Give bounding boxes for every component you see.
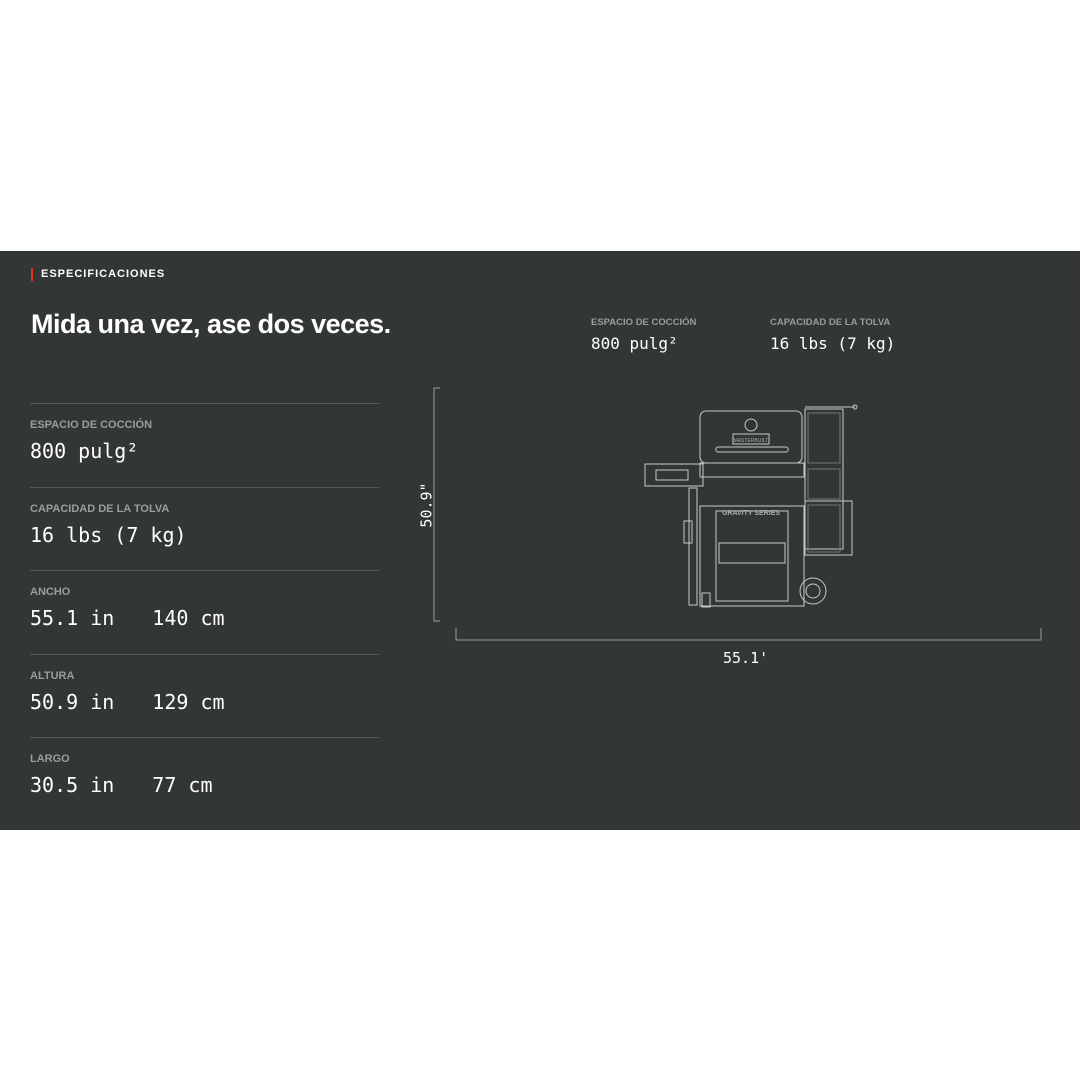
value-in: 55.1 in [30,606,115,630]
value-cm: 129 cm [152,689,225,714]
spec-list: ESPACIO DE COCCIÓN 800 pulg² CAPACIDAD DE… [30,403,379,821]
value-in: 30.5 in [30,773,115,797]
value-cm: 77 cm [152,773,213,797]
specifications-section: ESPECIFICACIONES Mida una vez, ase dos v… [0,251,1080,830]
spec-height: ALTURA 50.9 in 129 cm [30,653,379,738]
page-title: Mida una vez, ase dos veces. [31,309,391,339]
spec-cooking-space: ESPACIO DE COCCIÓN 800 pulg² [30,403,379,487]
spec-value: 30.5 in 77 cm [30,773,379,797]
grill-brand-logo: MASTERBUILT [734,438,769,444]
spec-label: CAPACIDAD DE LA TOLVA [30,502,170,515]
spec-label: ALTURA [30,669,75,682]
spec-length: LARGO 30.5 in 77 cm [30,737,379,821]
spec-value: 50.9 in 129 cm [30,690,379,714]
section-eyebrow: ESPECIFICACIONES [31,268,165,281]
grill-illustration [644,404,858,608]
spec-label: CAPACIDAD DE LA TOLVA [770,317,891,328]
spec-label: ANCHO [30,586,71,598]
width-dimension-label: 55.1' [723,649,769,667]
grill-series-label: GRAVITY SERIES [722,510,780,517]
spec-value: 55.1 in 140 cm [30,606,379,630]
spec-value: 800 pulg² [30,439,139,463]
top-spec-hopper: CAPACIDAD DE LA TOLVA 16 lbs (7 kg) [770,317,895,353]
spec-width: ANCHO 55.1 in 140 cm [30,570,379,654]
spec-value: 16 lbs (7 kg) [770,334,896,353]
spec-value: 800 pulg² [591,334,678,353]
value-cm: 140 cm [152,606,225,630]
spec-label: LARGO [30,753,70,765]
height-dimension-label: 50.9" [417,482,436,528]
width-dimension-line [455,628,1042,641]
height-dimension-line [433,387,440,622]
grill-diagram: GRAVITY SERIES MASTERBUILT [433,387,1042,641]
value-in: 50.9 in [30,689,115,714]
spec-label: ESPACIO DE COCCIÓN [30,419,153,431]
top-spec-cooking-space: ESPACIO DE COCCIÓN 800 pulg² [591,317,696,353]
spec-value: 16 lbs (7 kg) [30,522,187,547]
spec-hopper-capacity: CAPACIDAD DE LA TOLVA 16 lbs (7 kg) [30,486,379,571]
spec-label: ESPACIO DE COCCIÓN [591,317,697,328]
